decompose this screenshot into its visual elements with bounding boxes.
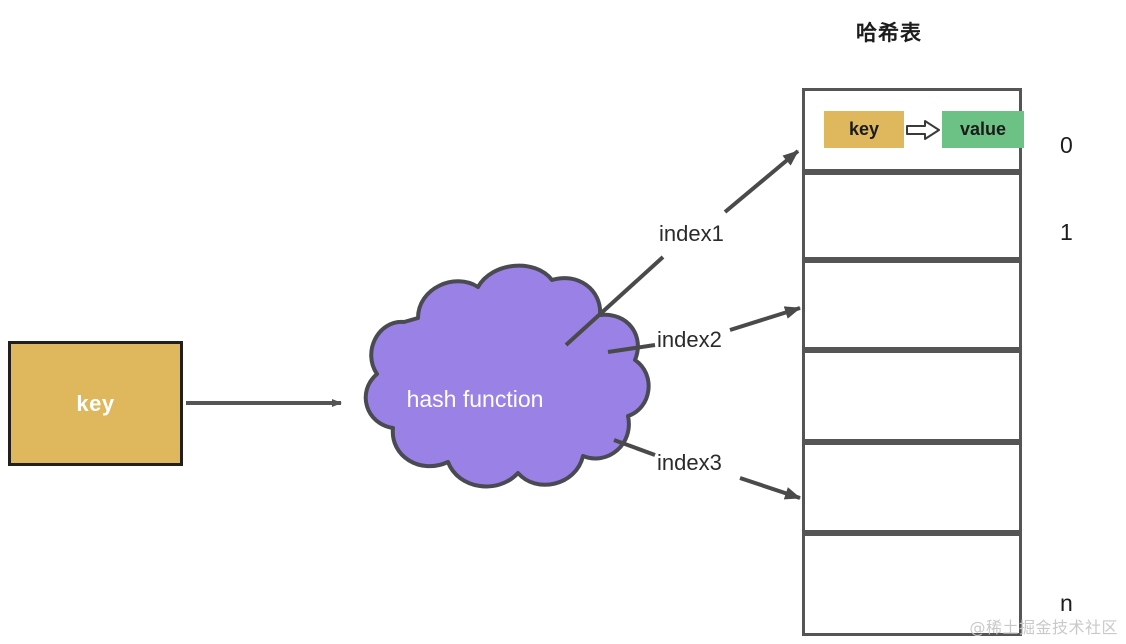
arrow-index2-to-slot2 [729, 306, 801, 332]
hash-table-title: 哈希表 [856, 21, 922, 45]
index3-label: index3 [657, 450, 722, 475]
slot-index-n: n [1060, 590, 1073, 616]
hash-entry: key value [824, 111, 1024, 148]
arrow-index1-to-slot0 [723, 149, 800, 214]
table-row [802, 260, 1022, 350]
arrow-hash-to-index3-stub [613, 438, 656, 457]
table-row [802, 533, 1022, 636]
table-row [802, 350, 1022, 442]
table-row: key value [802, 88, 1024, 172]
hash-table: key value [802, 88, 1024, 636]
key-source-label: key [76, 390, 115, 416]
index1-label: index1 [659, 221, 724, 246]
index2-label: index2 [657, 327, 722, 352]
table-row [802, 172, 1022, 260]
hash-function-cloud [363, 263, 651, 489]
key-source-box: key [8, 341, 183, 466]
slot-index-1: 1 [1060, 219, 1073, 245]
entry-key-box: key [824, 111, 904, 148]
slot-index-0: 0 [1060, 132, 1073, 158]
arrow-index3-to-slot4 [739, 476, 801, 500]
arrow-hash-to-index1-stub [564, 255, 665, 347]
entry-value-box: value [942, 111, 1024, 148]
table-row [802, 442, 1022, 533]
arrow-hash-to-index2-stub [607, 343, 656, 354]
entry-maps-to-icon [904, 111, 942, 148]
